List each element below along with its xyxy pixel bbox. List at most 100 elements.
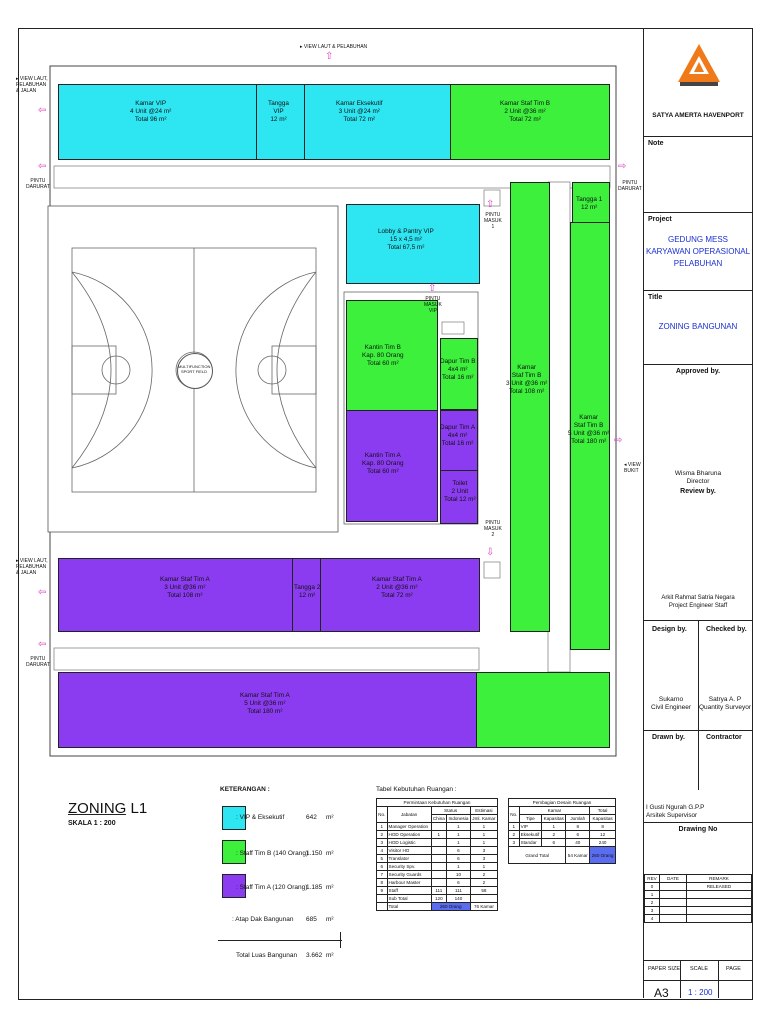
legend-label-staff-b: : Staff Tim B (140 Orang) <box>236 850 309 857</box>
scale-label: SCALE <box>690 966 709 972</box>
zone-kamar-staf-a-bottom <box>58 672 478 748</box>
title-block: SATYA AMERTA HAVENPORT Note Project GEDU… <box>643 28 752 1000</box>
paper-size: A3 <box>654 986 669 1000</box>
arrow-up-icon: ⇧ <box>428 283 437 294</box>
company-name: SATYA AMERTA HAVENPORT <box>652 112 744 119</box>
zoning-title: ZONING L1 <box>68 800 148 817</box>
project-label: Project <box>648 216 672 223</box>
zone-kamar-staf-b-top <box>450 84 610 160</box>
zone-kamar-staf-a-mid <box>320 558 480 632</box>
sport-field-badge <box>177 353 213 389</box>
checked-label: Checked by. <box>706 626 747 633</box>
arrow-left-icon: ⇦ <box>38 105 47 116</box>
arrow-right-icon: ⇨ <box>614 435 623 446</box>
drawer: I Gusti Ngurah G.P.P Arsitek Supervisor <box>646 804 705 819</box>
legend-unit: m² <box>326 884 334 891</box>
arrow-right-icon: ⇨ <box>618 161 627 172</box>
zone-toilet <box>440 470 478 524</box>
legend-value-staff-a: 1.185 <box>306 884 323 891</box>
arrow-left-icon: ⇦ <box>38 639 47 650</box>
legend-swatch-vip <box>222 806 246 830</box>
needs-table: Permintaan Kebutuhan Ruangan No. Jabatan… <box>376 798 499 911</box>
approved-label: Approved by. <box>675 368 721 375</box>
approved-by: Wisma Bharuna Director <box>674 470 722 485</box>
legend-title: KETERANGAN : <box>220 786 270 793</box>
zone-tangga-vip <box>256 84 306 160</box>
drawing-no-label: Drawing No <box>678 826 718 833</box>
design-table: Pembagian Desain Ruangan No. Kamar Total… <box>507 798 616 864</box>
legend-swatch-staff-b <box>222 840 246 864</box>
drawing-frame <box>18 28 753 1000</box>
legend-value-atap: 685 <box>306 916 317 923</box>
zone-lobby-pantry <box>346 204 480 284</box>
arrow-up-icon: ⇧ <box>486 199 495 210</box>
zone-kamar-staf-b-mid <box>510 182 550 632</box>
design-label: Design by. <box>652 626 687 633</box>
drawing-title: ZONING BANGUNAN <box>658 322 738 331</box>
legend-unit: m² <box>326 952 334 959</box>
zoning-scale: SKALA 1 : 200 <box>68 820 116 827</box>
company-logo <box>678 44 720 86</box>
view-left-bottom-label: ▸ VIEW LAUT,PELABUHAN& JALAN <box>16 558 48 576</box>
designer: Sukarno Civil Engineer <box>650 696 692 711</box>
legend-total-value: 3.662 <box>306 952 323 959</box>
arrow-left-icon: ⇦ <box>38 587 47 598</box>
zone-kamar-staf-b-right <box>570 222 610 650</box>
zone-kamar-vip <box>58 84 272 160</box>
zone-kantin-a <box>346 410 438 522</box>
legend-label-vip: : VIP & Eksekutif <box>236 814 285 821</box>
note-label: Note <box>648 140 664 147</box>
needs-table-title: Tabel Kebutuhan Ruangan : <box>376 786 457 793</box>
zone-kamar-eksekutif <box>304 84 452 160</box>
legend-unit: m² <box>326 850 334 857</box>
legend-swatch-staff-a <box>222 874 246 898</box>
page-label: PAGE <box>726 966 741 972</box>
drawn-label: Drawn by. <box>652 734 685 741</box>
zone-dapur-b <box>440 338 478 410</box>
project-name: GEDUNG MESS KARYAWAN OPERASIONAL PELABUH… <box>645 235 751 268</box>
legend-total-label: Total Luas Bangunan <box>236 952 298 959</box>
scale-value: 1 : 200 <box>688 988 713 997</box>
legend-value-vip: 642 <box>306 814 317 821</box>
legend-divider <box>218 940 342 941</box>
arrow-down-icon: ⇩ <box>486 547 495 558</box>
review-label: Review by. <box>680 488 716 495</box>
legend-label-staff-a: : Staff Tim A (120 Orang) <box>236 884 308 891</box>
contractor-label: Contractor <box>706 734 742 741</box>
legend-value-staff-b: 1.150 <box>306 850 323 857</box>
checker: Satrya A. P Quantity Surveyor <box>698 696 752 711</box>
zone-kamar-staf-b-corner <box>476 672 610 748</box>
zone-kamar-staf-a-left <box>58 558 294 632</box>
